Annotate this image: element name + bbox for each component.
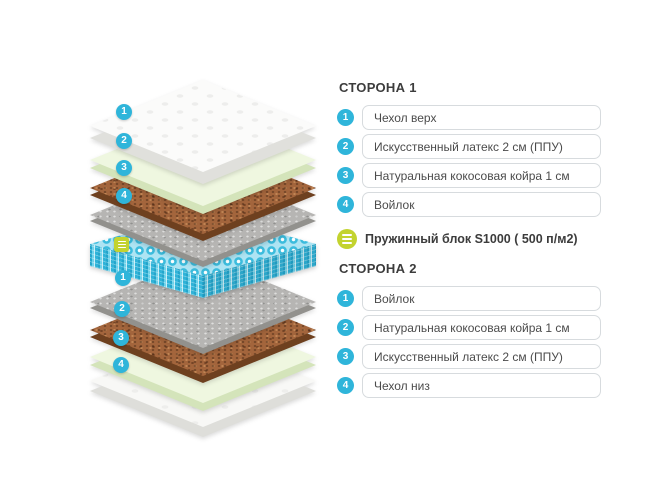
side1-heading: СТОРОНА 1 (339, 80, 417, 95)
spring-block-row: Пружинный блок S1000 ( 500 п/м2) (337, 229, 601, 249)
spring-block-label: Пружинный блок S1000 ( 500 п/м2) (365, 232, 578, 246)
diagram-marker-side2-4: 4 (113, 357, 129, 373)
diagram-marker-side2-3: 3 (113, 330, 129, 346)
layer-label: Войлок (362, 286, 601, 311)
legend-row-side2-1: 1 Войлок (337, 286, 601, 311)
legend-row-side1-4: 4 Войлок (337, 192, 601, 217)
diagram-marker-side2-1: 1 (115, 270, 131, 286)
row-number-badge: 4 (337, 196, 354, 213)
side2-heading: СТОРОНА 2 (339, 261, 417, 276)
layer-label: Чехол низ (362, 373, 601, 398)
spring-stack-icon (337, 229, 357, 249)
layer-label: Натуральная кокосовая койра 1 см (362, 163, 601, 188)
legend-row-side1-2: 2 Искусственный латекс 2 см (ППУ) (337, 134, 601, 159)
layer-label: Натуральная кокосовая койра 1 см (362, 315, 601, 340)
row-number-badge: 2 (337, 319, 354, 336)
layer-label: Искусственный латекс 2 см (ППУ) (362, 134, 601, 159)
layer-cover-top (90, 80, 316, 184)
row-number-badge: 1 (337, 290, 354, 307)
row-number-badge: 4 (337, 377, 354, 394)
legend-row-side2-4: 4 Чехол низ (337, 373, 601, 398)
layer-label: Чехол верх (362, 105, 601, 130)
legend-panel: СТОРОНА 1 1 Чехол верх 2 Искусственный л… (337, 80, 601, 402)
diagram-marker-side1-3: 3 (116, 160, 132, 176)
spring-block-marker-icon (114, 237, 129, 252)
row-number-badge: 2 (337, 138, 354, 155)
layer-label: Искусственный латекс 2 см (ППУ) (362, 344, 601, 369)
row-number-badge: 1 (337, 109, 354, 126)
legend-row-side1-1: 1 Чехол верх (337, 105, 601, 130)
layer-surface (90, 80, 316, 172)
row-number-badge: 3 (337, 348, 354, 365)
diagram-marker-side2-2: 2 (114, 301, 130, 317)
layer-label: Войлок (362, 192, 601, 217)
legend-row-side2-3: 3 Искусственный латекс 2 см (ППУ) (337, 344, 601, 369)
diagram-marker-side1-4: 4 (116, 188, 132, 204)
diagram-marker-side1-2: 2 (116, 133, 132, 149)
legend-row-side1-3: 3 Натуральная кокосовая койра 1 см (337, 163, 601, 188)
legend-row-side2-2: 2 Натуральная кокосовая койра 1 см (337, 315, 601, 340)
diagram-marker-side1-1: 1 (116, 104, 132, 120)
row-number-badge: 3 (337, 167, 354, 184)
